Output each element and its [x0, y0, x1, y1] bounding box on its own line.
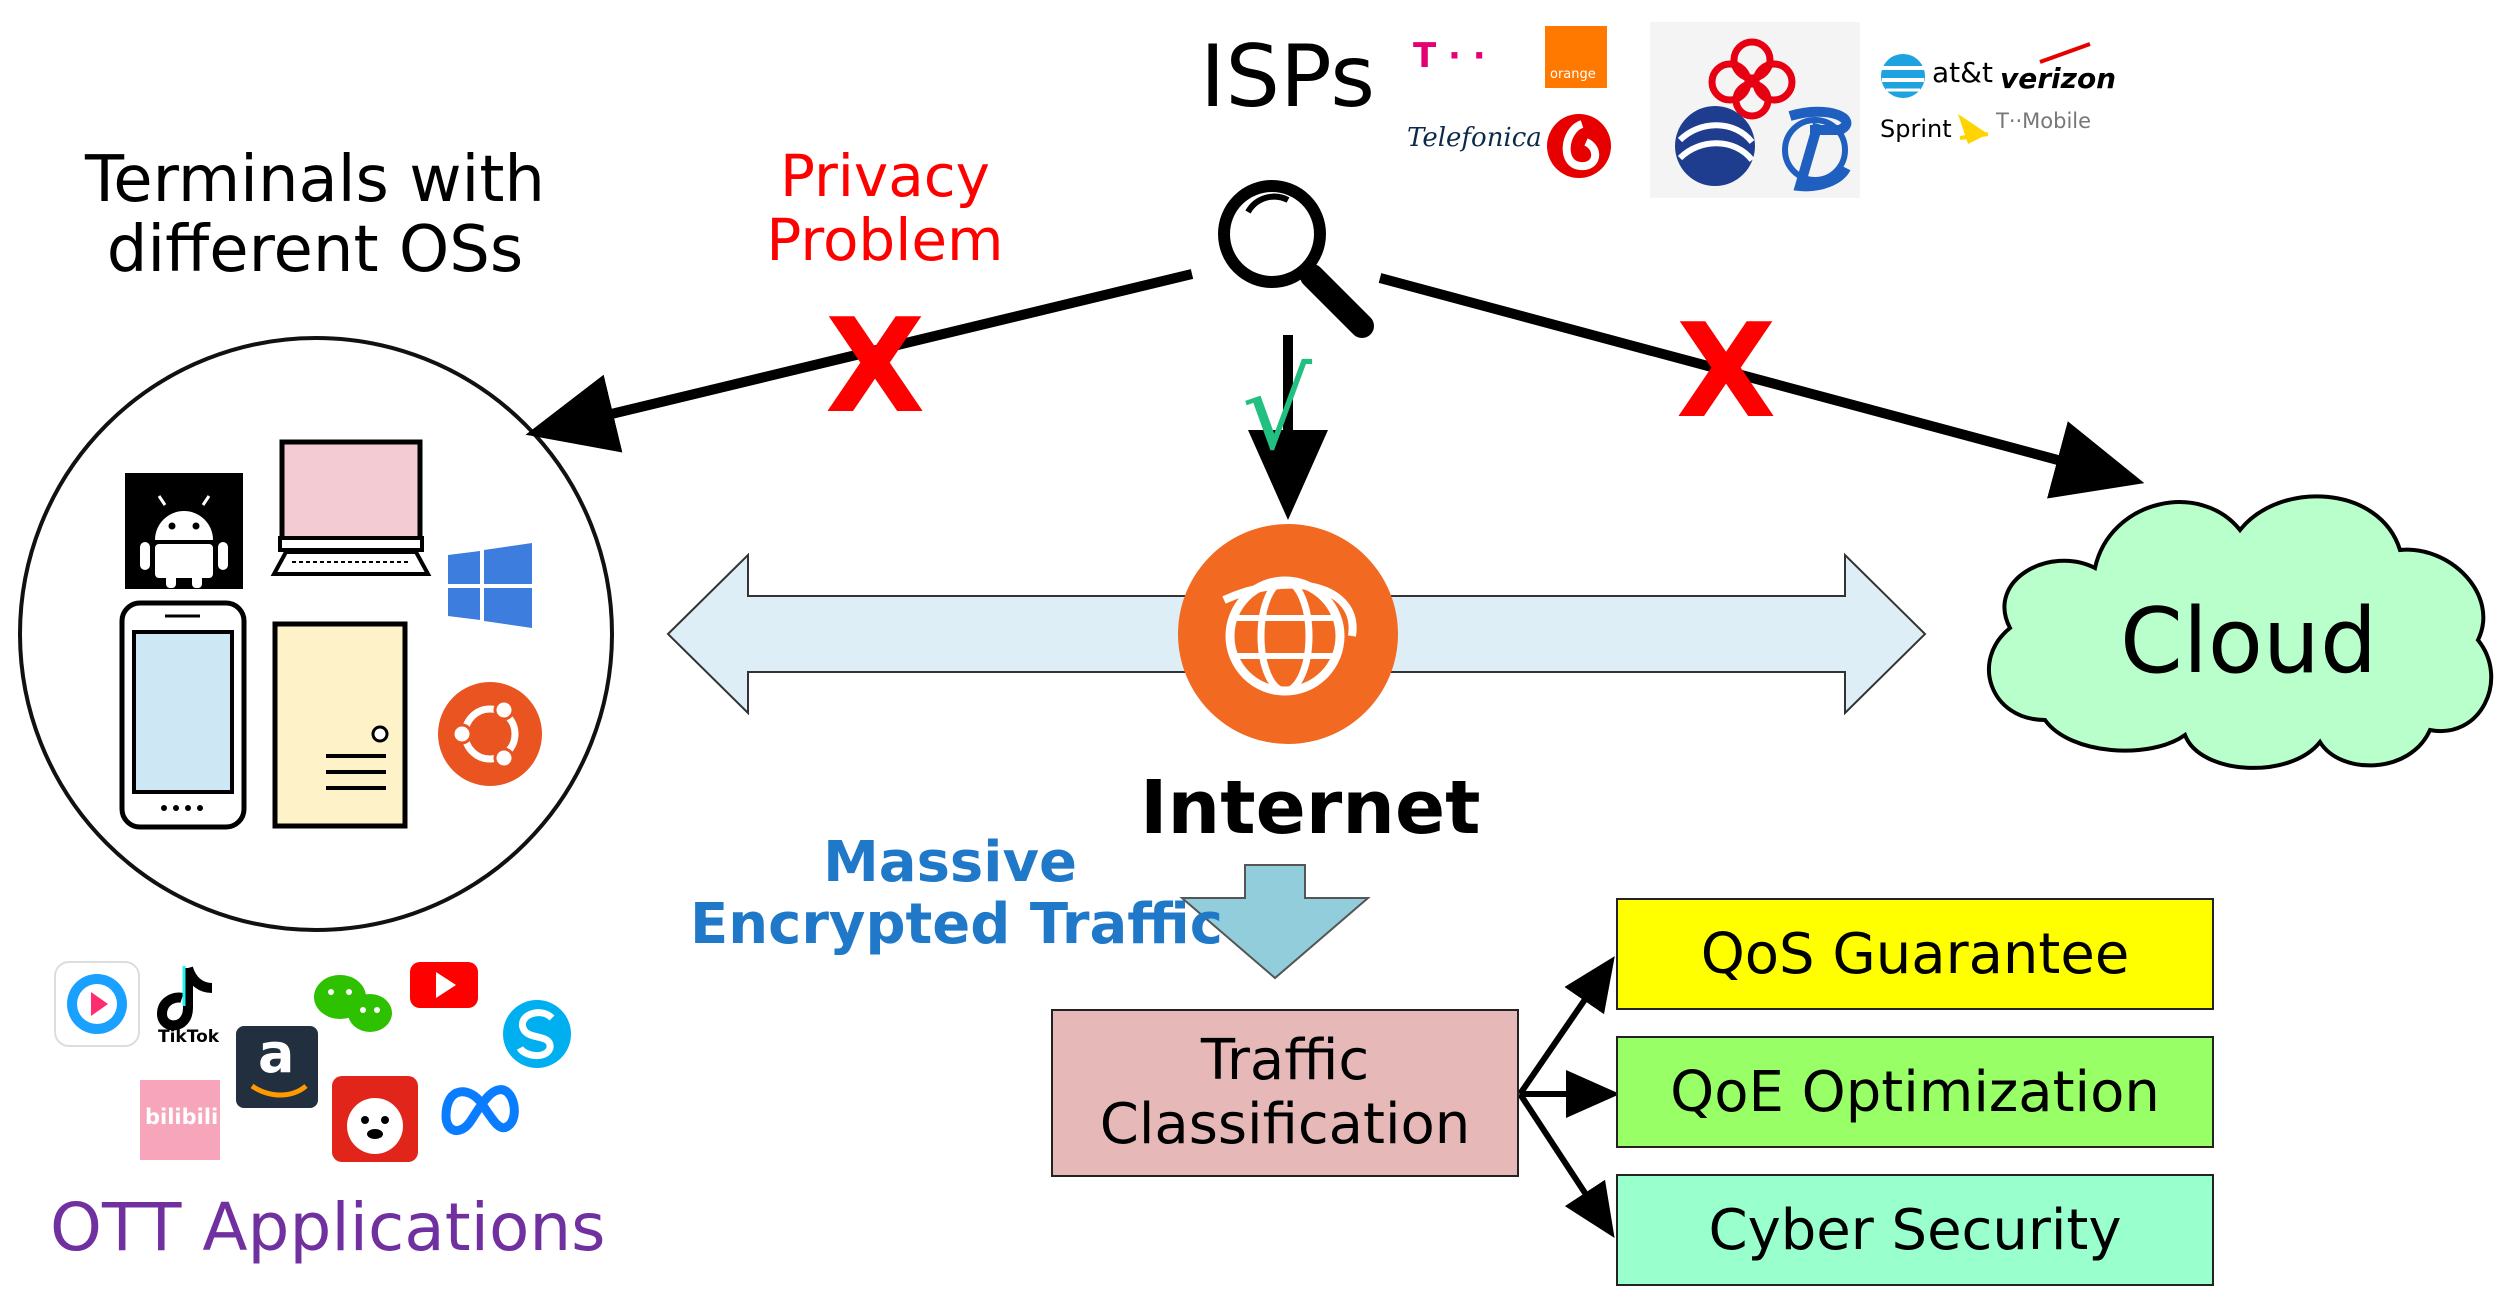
- wechat-app-icon: [314, 975, 392, 1032]
- visibility-check: √: [1242, 346, 1313, 474]
- massive-traffic-label: Massive Encrypted Traffic: [690, 830, 1223, 957]
- windows-icon: [448, 543, 532, 628]
- orange-logo-text: orange: [1550, 67, 1596, 82]
- classification-line1: Traffic: [1200, 1027, 1370, 1093]
- classification-line2: Classification: [1099, 1092, 1471, 1157]
- china-unicom-logo: [1708, 38, 1796, 120]
- internet-label: Internet: [1140, 765, 1481, 851]
- traffic-line2: Encrypted Traffic: [690, 891, 1223, 957]
- privacy-cross-right: X: [1676, 295, 1777, 447]
- jd-app-icon: [332, 1076, 418, 1162]
- vodafone-logo: [1547, 114, 1611, 178]
- traffic-classification-box: Traffic Classification: [1051, 1009, 1519, 1177]
- arrow-isp-to-terminals: [525, 269, 1194, 453]
- att-logo: at&t: [1932, 56, 1993, 89]
- amazon-app-icon: [236, 1026, 318, 1108]
- skype-app-icon: [503, 1000, 571, 1068]
- bilibili-label: bilibili: [145, 1105, 219, 1129]
- qos-guarantee-box: QoS Guarantee: [1616, 898, 2214, 1010]
- orange-logo: [1545, 26, 1607, 88]
- verizon-logo: verizon: [2000, 62, 2117, 95]
- youtube-app-icon: [410, 962, 478, 1008]
- android-icon: [125, 473, 243, 589]
- meta-app-icon: [441, 1085, 519, 1135]
- terminals-title-line2: different OSs: [106, 213, 524, 288]
- sprint-icon: [1958, 114, 1989, 144]
- terminals-title: Terminals with different OSs: [30, 145, 600, 286]
- telekom-logo: T · ·: [1413, 36, 1486, 76]
- ott-applications-title: OTT Applications: [50, 1189, 606, 1266]
- china-telecom-logo: [1782, 106, 1852, 192]
- privacy-problem-label: Privacy Problem: [700, 142, 1070, 274]
- china-mobile-logo: [1675, 106, 1755, 186]
- tiktok-label: TikTok: [158, 1027, 220, 1047]
- verizon-check-icon: [2039, 42, 2091, 64]
- tmobile-logo: T··Mobile: [1996, 109, 2092, 133]
- bilibili-app-icon: [140, 1080, 220, 1160]
- privacy-line1: Privacy: [780, 142, 990, 210]
- privacy-line2: Problem: [766, 205, 1004, 274]
- youku-app-icon: [54, 961, 140, 1047]
- phone-icon: [119, 600, 247, 830]
- privacy-cross-left: X: [825, 290, 926, 442]
- traffic-line1: Massive: [823, 830, 1077, 895]
- ubuntu-icon: [438, 682, 542, 786]
- isps-title: ISPs: [1200, 27, 1376, 127]
- server-tower-icon: [272, 621, 408, 829]
- telefonica-logo: Telefonica: [1407, 123, 1542, 153]
- cyber-security-box: Cyber Security: [1616, 1174, 2214, 1286]
- cloud-shape: [1986, 494, 2494, 770]
- terminals-title-line1: Terminals with: [85, 143, 545, 217]
- outcome-arrows: [1517, 956, 1620, 1239]
- traffic-down-arrow: [1179, 864, 1371, 980]
- tiktok-app-icon: [156, 966, 213, 1031]
- sprint-logo: Sprint: [1880, 115, 1952, 143]
- magnifier-icon: [1218, 180, 1374, 338]
- desktop-icon: [270, 439, 432, 576]
- qoe-optimization-box: QoE Optimization: [1616, 1036, 2214, 1148]
- arrow-isp-to-cloud: [1378, 273, 2145, 499]
- internet-globe-icon: [1178, 524, 1398, 744]
- att-globe-icon: [1881, 54, 1925, 98]
- cloud-label: Cloud: [2120, 589, 2378, 694]
- amazon-letter: a: [258, 1022, 295, 1085]
